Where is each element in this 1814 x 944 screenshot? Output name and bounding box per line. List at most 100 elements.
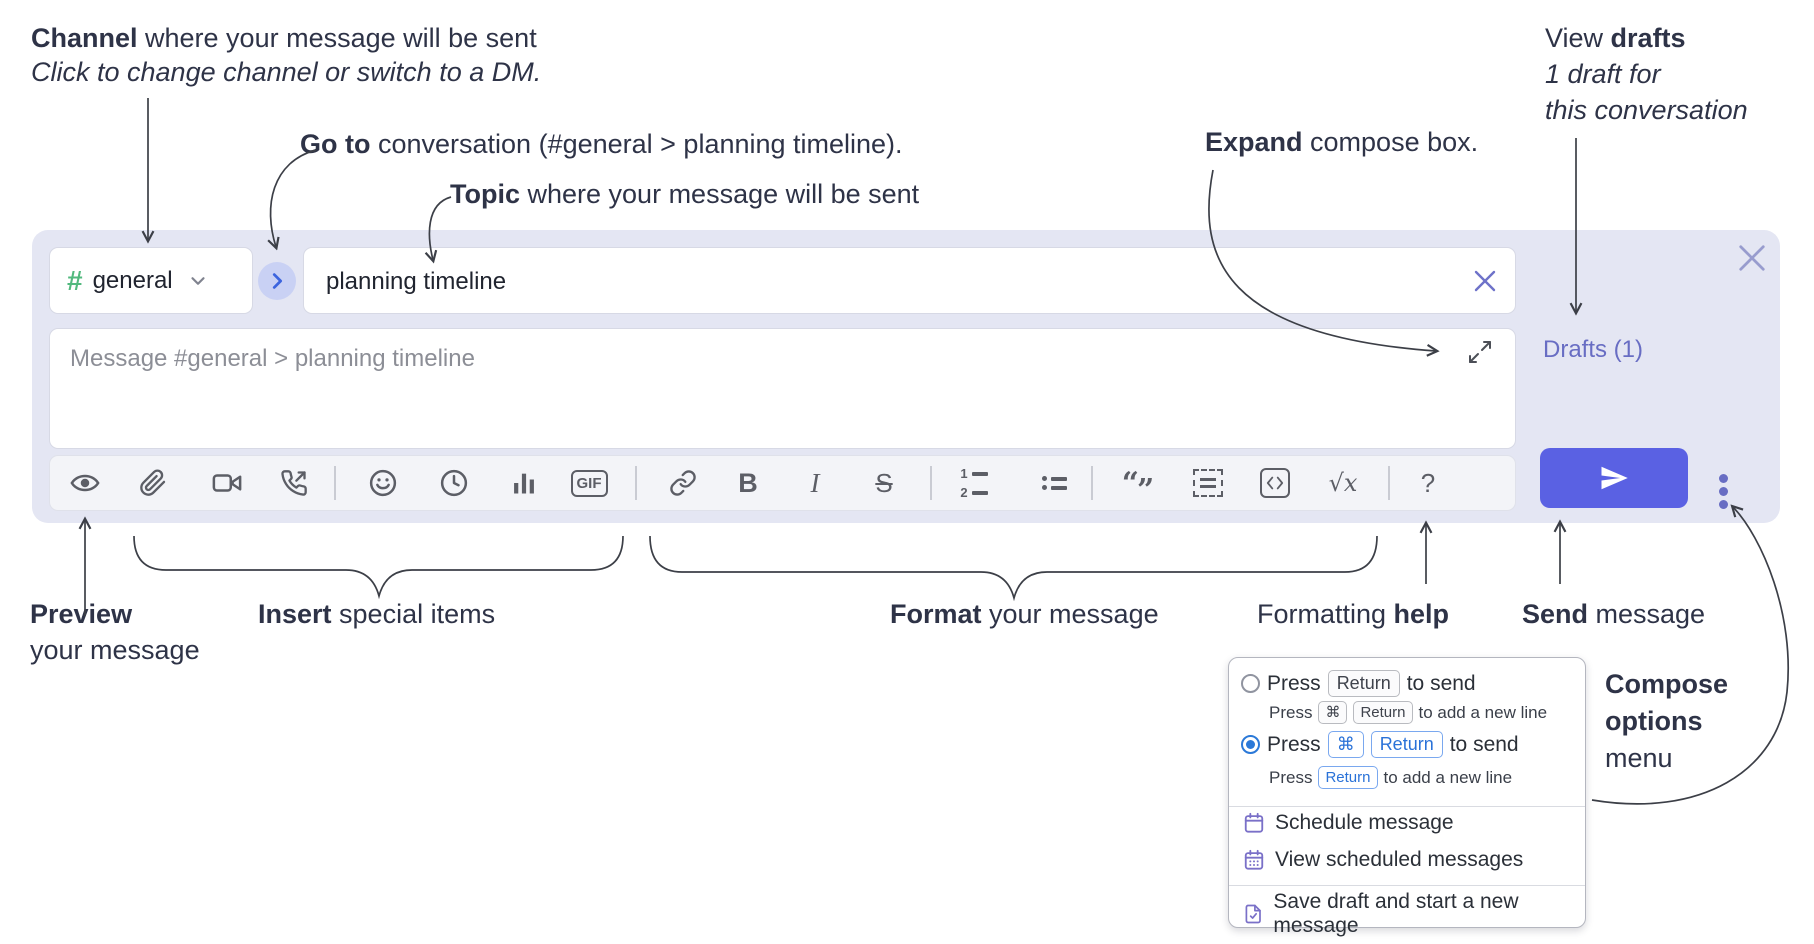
annotation-formatting-help-bold: help [1393, 599, 1450, 629]
link-button[interactable] [661, 456, 705, 510]
document-check-icon [1245, 904, 1261, 924]
attach-file-button[interactable] [131, 456, 175, 510]
annotation-formatting-help-pre: Formatting [1257, 599, 1394, 629]
annotation-goto: Go to conversation (#general > planning … [300, 128, 903, 161]
option-return-to-send-subtext: Press ⌘ Return to add a new line [1269, 701, 1547, 724]
toolbar-divider [635, 466, 637, 500]
italic-button[interactable]: I [793, 456, 837, 510]
spoiler-button[interactable] [1186, 456, 1230, 510]
video-call-button[interactable] [205, 456, 249, 510]
global-time-button[interactable] [432, 456, 476, 510]
chevron-down-icon [191, 276, 205, 285]
menu-item-save-draft[interactable]: Save draft and start a new message [1243, 890, 1585, 938]
channel-selector[interactable]: # general [49, 247, 253, 314]
smiley-icon [369, 469, 397, 497]
annotation-channel-sub: Click to change channel or switch to a D… [31, 57, 542, 87]
math-button[interactable]: √x [1321, 456, 1365, 510]
opt1sub-press: Press [1269, 702, 1313, 722]
annotation-goto-bold: Go to [300, 129, 371, 159]
italic-icon: I [810, 467, 820, 498]
compose-options-button[interactable] [1708, 461, 1738, 521]
dot-icon [1718, 486, 1728, 496]
opt1sub-tail: to add a new line [1418, 702, 1548, 722]
annotation-view-drafts-pre: View [1545, 23, 1611, 53]
annotation-channel-bold: Channel [31, 23, 138, 53]
annotation-insert-bold: Insert [258, 599, 332, 629]
formatting-help-button[interactable]: ? [1406, 456, 1450, 510]
gif-button[interactable]: GIF [567, 456, 611, 510]
channel-hash-icon: # [67, 264, 83, 296]
poll-button[interactable] [502, 456, 546, 510]
view-scheduled-label: View scheduled messages [1275, 848, 1524, 871]
annotation-insert: Insert special items [258, 598, 495, 631]
option-cmd-return-subtext: Press Return to add a new line [1269, 766, 1512, 789]
quote-button[interactable]: “” [1115, 456, 1159, 510]
popup-divider [1229, 885, 1585, 886]
save-draft-label: Save draft and start a new message [1273, 890, 1519, 937]
brace-format [649, 535, 1378, 602]
preview-button[interactable] [63, 456, 107, 510]
compose-box: # general [32, 230, 1780, 523]
annotation-send-bold: Send [1522, 599, 1589, 629]
go-to-conversation-button[interactable] [258, 262, 296, 300]
annotation-goto-rest: conversation (#general > planning timeli… [370, 129, 903, 159]
annotation-expand-rest: compose box. [1302, 127, 1479, 157]
annotation-format-rest: your message [981, 599, 1159, 629]
audio-call-button[interactable] [272, 456, 316, 510]
radio-unselected-icon[interactable] [1241, 674, 1260, 693]
bold-icon: B [738, 467, 758, 498]
annotation-compose-options-line3: menu [1605, 743, 1673, 773]
annotation-formatting-help: Formatting help [1257, 598, 1449, 631]
close-compose-icon[interactable] [1737, 243, 1767, 273]
calendar-grid-icon [1244, 849, 1264, 870]
opt2-tail: to send [1449, 732, 1519, 756]
paperclip-icon [140, 469, 166, 496]
code-icon [1260, 468, 1290, 498]
clear-topic-icon[interactable] [1473, 269, 1497, 293]
toolbar-divider [930, 466, 932, 500]
message-field [49, 328, 1516, 449]
menu-item-schedule-message[interactable]: Schedule message [1243, 811, 1454, 835]
annotation-preview: Preview [30, 598, 132, 631]
annotation-view-drafts-bold: drafts [1610, 23, 1686, 53]
code-button[interactable] [1253, 456, 1297, 510]
phone-outgoing-icon [281, 470, 307, 496]
drafts-link[interactable]: Drafts (1) [1543, 336, 1644, 363]
send-button[interactable] [1540, 448, 1688, 508]
bold-button[interactable]: B [726, 456, 770, 510]
bulleted-list-button[interactable] [1032, 456, 1076, 510]
option-return-to-send[interactable]: Press Return to send [1241, 670, 1476, 697]
topic-input[interactable] [324, 248, 1458, 315]
menu-item-view-scheduled[interactable]: View scheduled messages [1243, 848, 1523, 872]
annotation-view-drafts-line3: this conversation [1545, 95, 1748, 125]
annotation-insert-rest: special items [331, 599, 496, 629]
annotation-send-rest: message [1588, 599, 1706, 629]
annotation-send: Send message [1522, 598, 1705, 631]
schedule-message-label: Schedule message [1275, 811, 1454, 834]
option-cmd-return-to-send[interactable]: Press ⌘ Return to send [1241, 731, 1519, 758]
channel-name: general [92, 266, 173, 294]
opt1-tail: to send [1406, 671, 1476, 695]
numbered-list-button[interactable]: 1 2 [952, 456, 996, 510]
annotation-view-drafts: View drafts [1545, 22, 1686, 55]
emoji-button[interactable] [361, 456, 405, 510]
eye-icon [70, 474, 100, 492]
radio-selected-icon[interactable] [1241, 735, 1260, 754]
expand-compose-icon[interactable] [1467, 339, 1493, 365]
annotation-compose-options-bold1: Compose [1605, 669, 1729, 699]
opt2sub-press: Press [1269, 767, 1313, 787]
message-input[interactable] [68, 343, 1452, 437]
quote-icon: “” [1121, 465, 1155, 508]
annotation-preview-bold: Preview [30, 599, 133, 629]
annotation-format: Format your message [890, 598, 1159, 631]
kbd-cmd: ⌘ [1318, 701, 1348, 724]
ol-number-1: 1 [960, 466, 968, 481]
kbd-return-blue: Return [1370, 731, 1443, 758]
annotation-expand-bold: Expand [1205, 127, 1303, 157]
compose-options-popup: Press Return to send Press ⌘ Return to a… [1228, 657, 1586, 937]
annotation-topic-rest: where your message will be sent [520, 179, 920, 209]
strikethrough-button[interactable]: S [862, 456, 906, 510]
quote-open: “ [1121, 465, 1139, 501]
math-icon: √x [1328, 469, 1358, 497]
